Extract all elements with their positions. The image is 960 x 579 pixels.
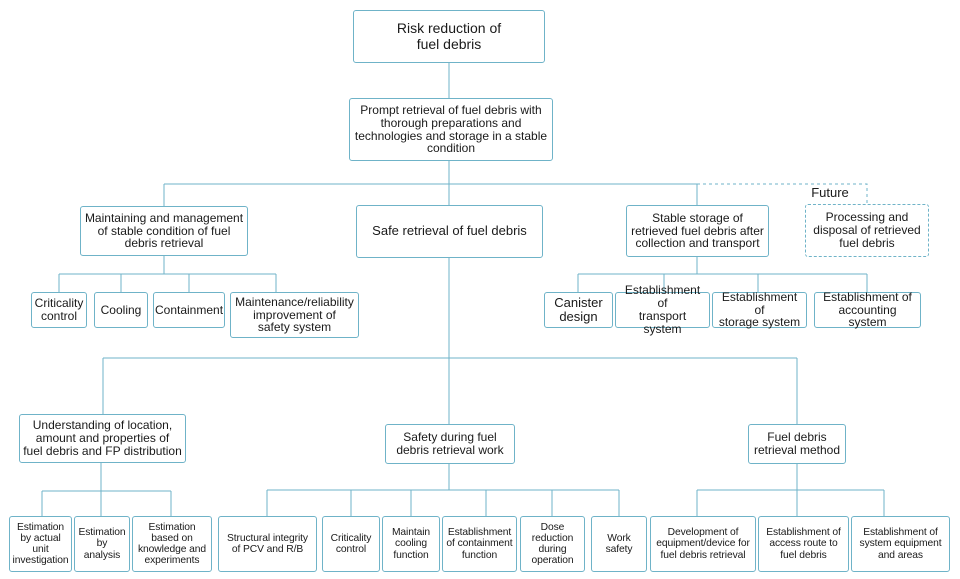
cooling-node: Cooling xyxy=(94,292,148,328)
work-safety-node: Work safety xyxy=(591,516,647,572)
safety-during-node: Safety during fuel debris retrieval work xyxy=(385,424,515,464)
safe-retrieval-node: Safe retrieval of fuel debris xyxy=(356,205,543,258)
criticality-control-safety-node: Criticality control xyxy=(322,516,380,572)
estimation-actual-investigation-node: Estimation by actual unit investigation xyxy=(9,516,72,572)
accounting-system-node: Establishment of accounting system xyxy=(814,290,921,329)
containment-node: Containment xyxy=(153,292,225,328)
canister-design-node: Canister design xyxy=(544,292,613,328)
stable-storage-node: Stable storage of retrieved fuel debris … xyxy=(626,205,769,257)
equipment-development-node: Development of equipment/device for fuel… xyxy=(650,516,756,572)
transport-system-node: Establishment of transport system xyxy=(615,284,710,335)
estimation-knowledge-node: Estimation based on knowledge and experi… xyxy=(132,516,212,572)
future-label: Future xyxy=(811,185,849,200)
containment-function-node: Establishment of containment function xyxy=(442,516,517,572)
system-equipment-node: Establishment of system equipment and ar… xyxy=(851,516,950,572)
estimation-analysis-node: Estimation by analysis xyxy=(74,516,130,572)
maintaining-node: Maintaining and management of stable con… xyxy=(80,206,248,256)
maintain-cooling-node: Maintain cooling function xyxy=(382,516,440,572)
root-node: Risk reduction of fuel debris xyxy=(353,10,545,63)
maintenance-reliability-node: Maintenance/reliability improvement of s… xyxy=(230,292,359,338)
retrieval-method-node: Fuel debris retrieval method xyxy=(748,424,846,464)
criticality-control-node: Criticality control xyxy=(31,292,87,328)
future-connector xyxy=(697,183,868,204)
access-route-node: Establishment of access route to fuel de… xyxy=(758,516,849,572)
understanding-node: Understanding of location, amount and pr… xyxy=(19,414,186,463)
structural-integrity-node: Structural integrity of PCV and R/B xyxy=(218,516,317,572)
storage-system-node: Establishment of storage system xyxy=(712,290,807,329)
processing-disposal-node: Processing and disposal of retrieved fue… xyxy=(805,204,929,257)
prompt-retrieval-node: Prompt retrieval of fuel debris with tho… xyxy=(349,98,553,161)
dose-reduction-node: Dose reduction during operation xyxy=(520,516,585,572)
